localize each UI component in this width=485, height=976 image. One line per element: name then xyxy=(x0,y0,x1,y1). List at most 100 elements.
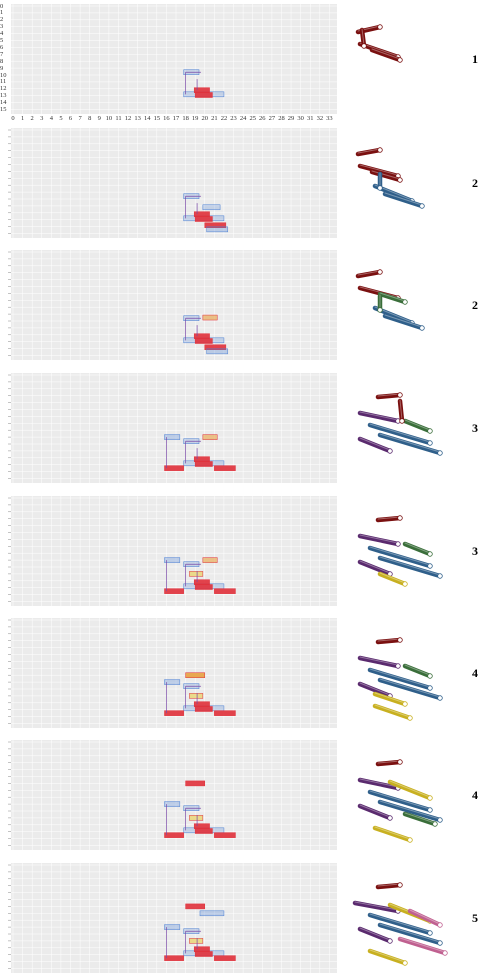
x-tick-label: 17 xyxy=(172,115,180,122)
tube-end xyxy=(427,685,433,691)
y-ticks xyxy=(8,251,11,356)
x-tick-label: 11 xyxy=(115,115,122,122)
tube-end xyxy=(427,795,433,801)
structure-render xyxy=(350,391,450,471)
voxel-block xyxy=(164,588,184,594)
tube-end xyxy=(437,817,443,823)
tube-end xyxy=(437,450,443,456)
tube-highlight xyxy=(357,148,381,154)
tube-highlight xyxy=(404,812,436,824)
x-tick-label: 26 xyxy=(259,115,266,122)
tube-highlight xyxy=(369,546,431,566)
tube-highlight xyxy=(379,800,441,820)
tube xyxy=(375,759,403,767)
step-count: 2 xyxy=(472,176,478,190)
voxel-plot xyxy=(11,250,337,360)
tube-end xyxy=(377,185,383,191)
tube-end xyxy=(397,515,403,521)
tube-highlight xyxy=(359,778,399,788)
voxel-block xyxy=(206,226,229,233)
connector-path xyxy=(185,807,201,831)
y-ticks xyxy=(8,619,11,724)
tube xyxy=(367,545,433,569)
tube xyxy=(402,663,433,679)
voxel-block xyxy=(194,461,213,467)
tube-highlight xyxy=(369,790,431,810)
tube-highlight xyxy=(359,682,391,696)
voxel-plot xyxy=(11,4,337,114)
tube-end xyxy=(402,960,408,966)
x-tick-label: 25 xyxy=(249,115,256,122)
y-tick-label: 4 xyxy=(0,30,4,38)
render-canvas xyxy=(357,515,443,587)
y-ticks xyxy=(8,741,11,846)
tube-end xyxy=(377,147,383,153)
plot-canvas xyxy=(11,740,337,850)
y-tick-label: 10 xyxy=(0,71,7,79)
tube xyxy=(357,803,393,821)
voxel-block xyxy=(214,465,236,471)
voxel-block xyxy=(204,222,227,228)
y-tick-label: 9 xyxy=(0,64,4,72)
voxel-block xyxy=(189,938,204,944)
step-count: 4 xyxy=(472,666,478,680)
tube-end xyxy=(437,695,443,701)
step-panel: 2 xyxy=(0,250,485,362)
tube xyxy=(355,147,383,157)
y-ticks xyxy=(8,864,11,969)
tube xyxy=(375,637,403,645)
tube xyxy=(382,191,425,209)
tube-end xyxy=(419,203,425,209)
tube-end xyxy=(437,573,443,579)
tube-highlight xyxy=(377,393,401,397)
tube xyxy=(357,681,393,699)
voxel-block xyxy=(193,333,210,339)
render-canvas xyxy=(357,637,443,721)
y-tick-label: 15 xyxy=(0,106,7,113)
tube-end xyxy=(437,922,443,928)
voxel-plot xyxy=(11,496,337,606)
tube-end xyxy=(442,950,448,956)
tube-highlight xyxy=(359,411,399,421)
step-panel: 3 xyxy=(0,496,485,608)
voxel-block xyxy=(193,946,210,952)
x-tick-label: 21 xyxy=(211,115,218,122)
voxel-block xyxy=(214,832,236,838)
step-panel: 2 xyxy=(0,128,485,240)
voxel-block xyxy=(164,710,184,716)
tube-highlight xyxy=(359,927,391,941)
connector-path xyxy=(185,685,201,709)
tube xyxy=(375,882,403,890)
x-tick-label: 4 xyxy=(49,115,53,122)
tube-highlight xyxy=(359,560,391,574)
x-tick-label: 27 xyxy=(268,115,276,122)
tube xyxy=(367,912,433,936)
tube-end xyxy=(387,448,393,454)
tube xyxy=(402,541,433,557)
voxel-block xyxy=(204,344,227,350)
x-tick-label: 31 xyxy=(306,115,314,122)
voxel-block xyxy=(214,710,236,716)
x-tick-label: 3 xyxy=(40,115,44,122)
tube-end xyxy=(407,715,413,721)
voxel-block xyxy=(193,456,210,462)
tube-end xyxy=(399,418,405,424)
voxel-block xyxy=(189,571,204,577)
tube xyxy=(352,900,401,914)
tube xyxy=(402,418,433,434)
tube-highlight xyxy=(369,913,431,933)
tube-highlight xyxy=(377,516,401,520)
tube-highlight xyxy=(377,883,401,887)
plot-canvas xyxy=(11,128,337,238)
x-tick-label: 30 xyxy=(297,115,304,122)
tube xyxy=(402,811,438,827)
y-tick-label: 8 xyxy=(0,57,4,65)
tube xyxy=(397,398,405,424)
tube-end xyxy=(427,563,433,569)
x-tick-label: 2 xyxy=(30,115,34,122)
y-tick-label: 5 xyxy=(0,37,4,44)
tube xyxy=(372,825,413,843)
tube-end xyxy=(437,940,443,946)
plot-canvas xyxy=(11,4,337,114)
